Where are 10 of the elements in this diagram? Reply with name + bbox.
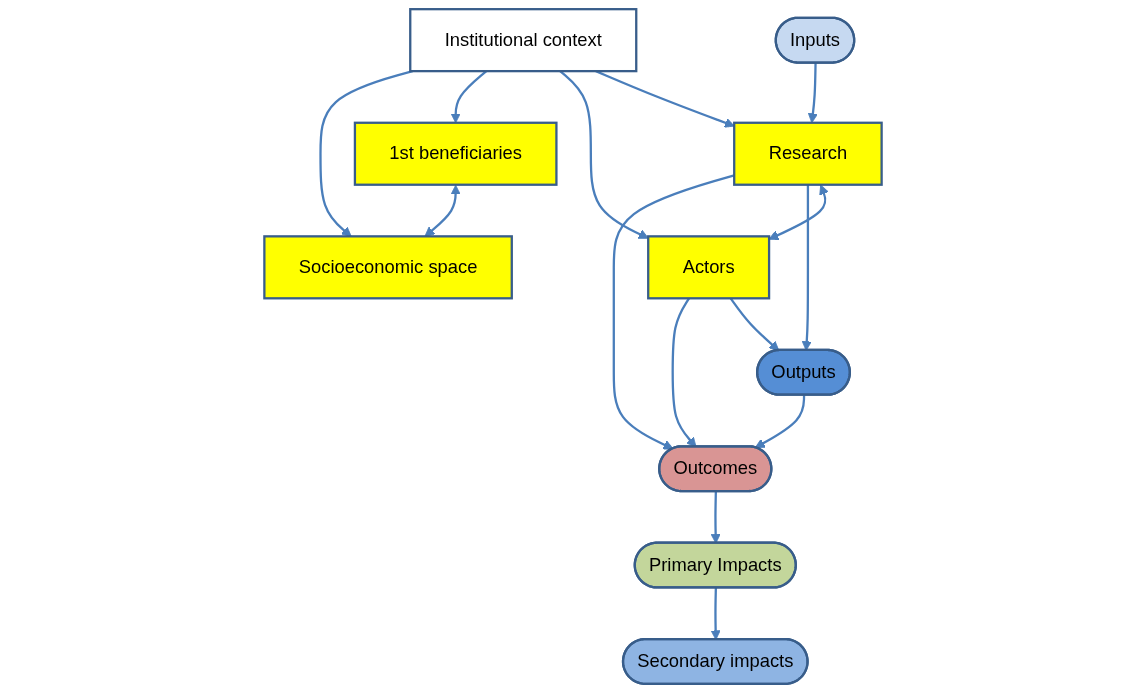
- node-box: Institutional context: [409, 8, 638, 73]
- node-box: Socioeconomic space: [263, 235, 513, 300]
- node-box: Actors: [647, 235, 771, 300]
- arrow: [424, 184, 461, 237]
- arrow: [768, 184, 829, 240]
- node-box: 1st beneficiaries: [353, 121, 558, 186]
- arrow: [319, 70, 413, 237]
- node-box: Research: [733, 121, 883, 186]
- arrow: [754, 395, 806, 449]
- arrow: [612, 174, 735, 450]
